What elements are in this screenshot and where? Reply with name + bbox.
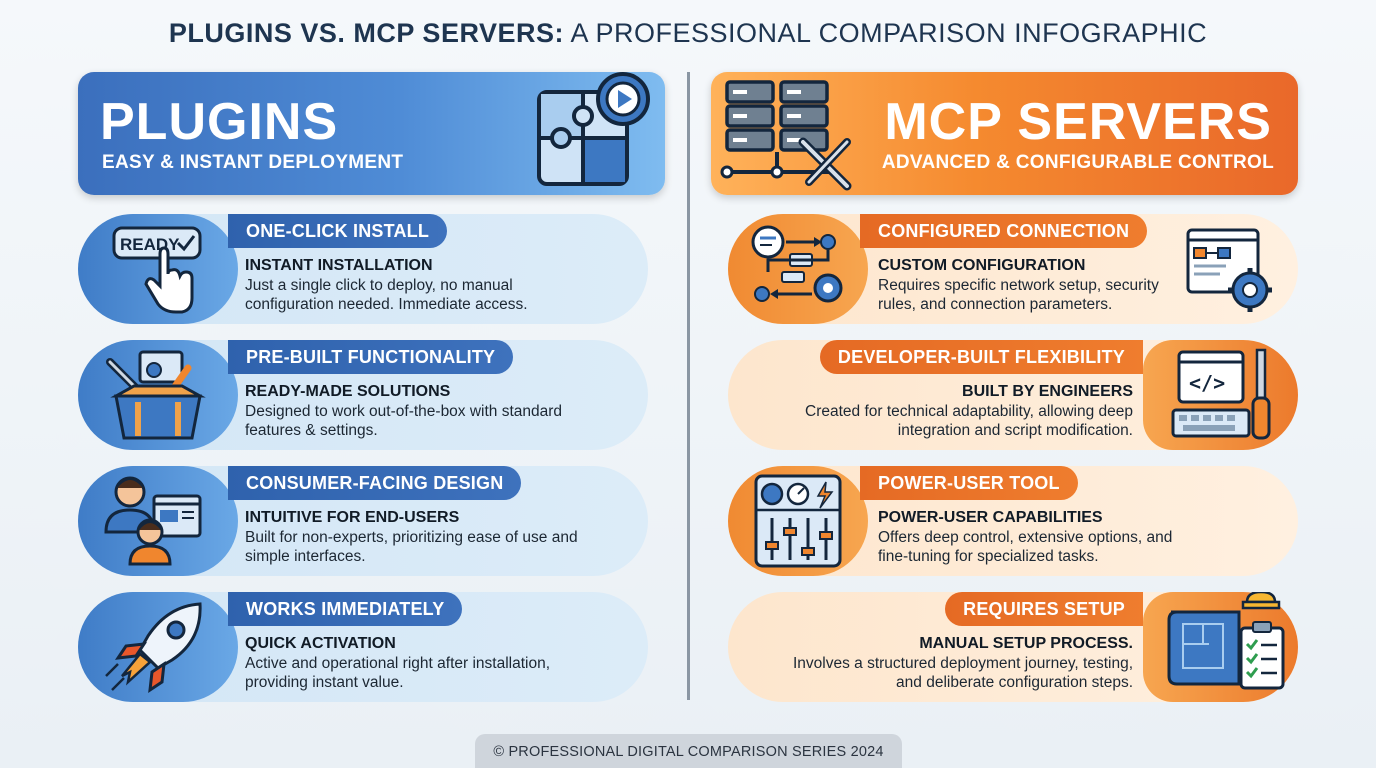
footer-credit: © PROFESSIONAL DIGITAL COMPARISON SERIES… (475, 734, 902, 768)
page-title: PLUGINS VS. MCP SERVERS: A PROFESSIONAL … (0, 18, 1376, 54)
plugins-subheading: EASY & INSTANT DEPLOYMENT (102, 152, 404, 173)
card-description: Offers deep control, extensive options, … (878, 528, 1172, 566)
card-subtitle: INTUITIVE FOR END-USERS (245, 509, 460, 526)
card-icon-box: </> (1143, 340, 1298, 450)
center-divider (687, 72, 690, 700)
ready-click-icon: READY (112, 226, 202, 314)
card-icon-box (78, 340, 238, 450)
puzzle-play-icon (537, 72, 650, 186)
card-icon-box (728, 466, 868, 576)
desc-line-1: Requires specific network setup, securit… (878, 277, 1159, 294)
card-title: CONFIGURED CONNECTION (860, 214, 1148, 248)
config-window-icon (1186, 228, 1272, 312)
mcp-card-configured: CONFIGURED CONNECTION CUSTOM CONFIGURATI… (728, 214, 1298, 324)
svg-text:</>: </> (1189, 371, 1225, 395)
mcp-card-power-user: POWER-USER TOOL POWER-USER CAPABILITIES … (728, 466, 1298, 576)
card-description: Designed to work out-of-the-box with sta… (245, 402, 562, 440)
plugins-card-consumer: CONSUMER-FACING DESIGN INTUITIVE FOR END… (78, 466, 648, 576)
mcp-subheading: ADVANCED & CONFIGURABLE CONTROL (881, 152, 1274, 173)
mcp-card-developer: </> DEVELOPER-BUILT FLEXIBILITY BUILT BY… (728, 340, 1298, 450)
card-description: Involves a structured deployment journey… (793, 654, 1133, 692)
workflow-icon (751, 225, 843, 303)
title-light: A PROFESSIONAL COMPARISON INFOGRAPHIC (570, 18, 1208, 48)
mcp-heading: MCP SERVERS (884, 93, 1272, 151)
mcp-header: MCP SERVERS ADVANCED & CONFIGURABLE CONT… (711, 72, 1298, 195)
title-strong: PLUGINS VS. MCP SERVERS: (168, 18, 564, 48)
desc-line-1: Designed to work out-of-the-box with sta… (245, 403, 563, 420)
card-subtitle: CUSTOM CONFIGURATION (878, 257, 1086, 274)
control-panel-icon (754, 474, 842, 568)
desc-line-2: features & settings. (245, 422, 378, 439)
desc-line-1: Built for non-experts, prioritizing ease… (245, 529, 578, 546)
mcp-card-setup: REQUIRES SETUP MANUAL SETUP PROCESS. Inv… (728, 592, 1298, 702)
card-icon-box (78, 592, 238, 702)
card-description: Just a single click to deploy, no manual… (245, 276, 528, 314)
desc-line-2: rules, and connection parameters. (878, 296, 1113, 313)
card-icon-box: READY (78, 214, 238, 324)
desc-line-1: Offers deep control, extensive options, … (878, 529, 1173, 546)
card-description: Created for technical adaptability, allo… (805, 402, 1133, 440)
card-subtitle: POWER-USER CAPABILITIES (878, 509, 1103, 526)
card-icon-box (78, 466, 238, 576)
plugins-card-prebuilt: PRE-BUILT FUNCTIONALITY READY-MADE SOLUT… (78, 340, 648, 450)
card-subtitle: MANUAL SETUP PROCESS. (919, 635, 1133, 652)
card-title: PRE-BUILT FUNCTIONALITY (228, 340, 514, 374)
desc-line-2: integration and script modification. (897, 422, 1133, 439)
users-icon (104, 476, 202, 566)
plugins-card-works: WORKS IMMEDIATELY QUICK ACTIVATION Activ… (78, 592, 648, 702)
code-screwdriver-icon: </> (1171, 348, 1271, 440)
card-subtitle: BUILT BY ENGINEERS (962, 383, 1133, 400)
server-wrench-icon (720, 80, 852, 191)
desc-line-2: providing instant value. (245, 674, 404, 691)
card-title: ONE-CLICK INSTALL (228, 214, 448, 248)
desc-line-1: Active and operational right after insta… (245, 655, 551, 672)
card-icon-box (728, 214, 868, 324)
desc-line-1: Just a single click to deploy, no manual (245, 277, 513, 294)
plugins-heading: PLUGINS (100, 93, 339, 151)
plugins-card-one-click: READY ONE-CLICK INSTALL INSTANT INSTALLA… (78, 214, 648, 324)
blueprint-icon (1167, 592, 1285, 690)
card-subtitle: INSTANT INSTALLATION (245, 257, 433, 274)
desc-line-1: Involves a structured deployment journey… (792, 655, 1133, 672)
card-title: POWER-USER TOOL (860, 466, 1078, 500)
card-subtitle: QUICK ACTIVATION (245, 635, 396, 652)
card-title: DEVELOPER-BUILT FLEXIBILITY (819, 340, 1143, 374)
rocket-icon (105, 602, 202, 694)
card-subtitle: READY-MADE SOLUTIONS (245, 383, 451, 400)
card-description: Built for non-experts, prioritizing ease… (245, 528, 578, 566)
card-title: WORKS IMMEDIATELY (228, 592, 463, 626)
toolbox-icon (106, 350, 206, 440)
desc-line-2: configuration needed. Immediate access. (245, 296, 528, 313)
desc-line-1: Created for technical adaptability, allo… (805, 403, 1133, 420)
card-title: CONSUMER-FACING DESIGN (228, 466, 522, 500)
card-description: Requires specific network setup, securit… (878, 276, 1159, 314)
card-title: REQUIRES SETUP (945, 592, 1143, 626)
desc-line-2: and deliberate configuration steps. (896, 674, 1133, 691)
card-icon-box (1143, 592, 1298, 702)
card-description: Active and operational right after insta… (245, 654, 550, 692)
plugins-header: PLUGINS EASY & INSTANT DEPLOYMENT (78, 72, 665, 195)
ready-badge-text: READY (120, 235, 180, 254)
desc-line-2: simple interfaces. (245, 548, 366, 565)
desc-line-2: fine-tuning for specialized tasks. (878, 548, 1099, 565)
